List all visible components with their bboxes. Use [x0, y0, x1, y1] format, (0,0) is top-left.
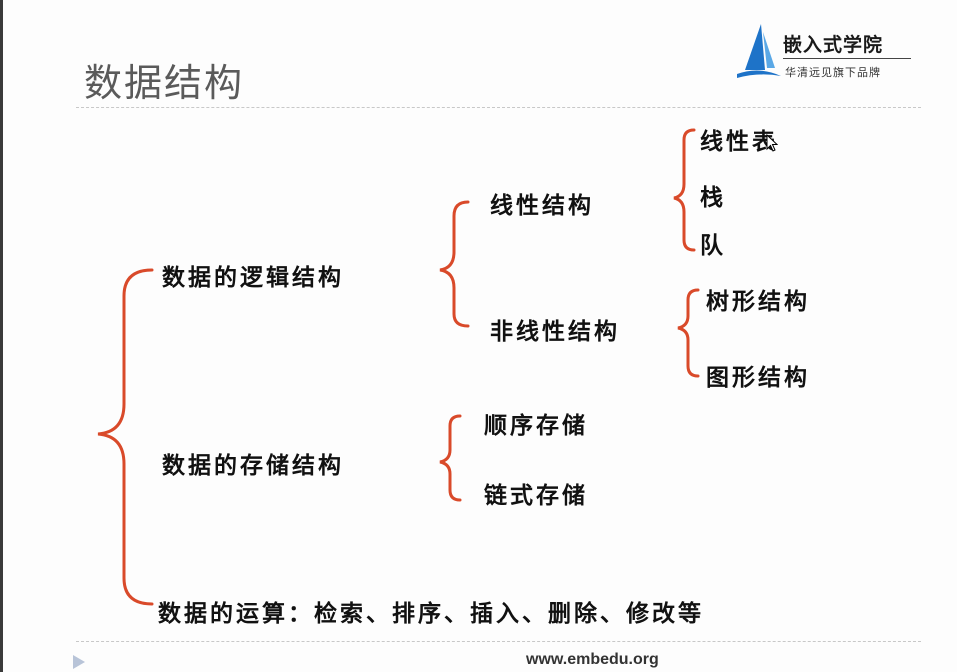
stack-label: 栈	[700, 185, 726, 211]
linear-brace	[673, 128, 696, 252]
linear-structure-label: 线性结构	[490, 193, 594, 219]
logo-name: 嵌入式学院	[783, 34, 884, 56]
title-divider	[76, 107, 921, 108]
root-brace	[97, 268, 154, 606]
window-edge	[0, 0, 3, 672]
storage-structure-label: 数据的存储结构	[162, 453, 344, 479]
operations-label: 数据的运算：检索、排序、插入、删除、修改等	[158, 601, 704, 627]
page-title: 数据结构	[84, 61, 245, 105]
logo-divider	[783, 58, 911, 59]
logo-tagline: 华清远见旗下品牌	[785, 66, 881, 79]
mouse-cursor-icon	[766, 134, 778, 152]
storage-brace	[439, 414, 462, 502]
slide-nav-arrow-icon[interactable]	[72, 654, 86, 670]
logical-structure-label: 数据的逻辑结构	[162, 265, 344, 291]
nonlinear-brace	[677, 288, 700, 378]
brand-logo: 嵌入式学院 华清远见旗下品牌	[735, 22, 935, 84]
logical-brace	[439, 200, 470, 328]
footer-divider	[76, 641, 921, 642]
tree-structure-label: 树形结构	[706, 289, 810, 315]
queue-label: 队	[700, 233, 726, 259]
nonlinear-structure-label: 非线性结构	[490, 319, 620, 345]
footer-url: www.embedu.org	[526, 651, 659, 668]
linear-list-label: 线性表	[700, 129, 778, 155]
graph-structure-label: 图形结构	[706, 365, 810, 391]
linked-storage-label: 链式存储	[484, 483, 588, 509]
sequential-storage-label: 顺序存储	[484, 413, 588, 439]
sail-logo-icon	[737, 24, 781, 78]
